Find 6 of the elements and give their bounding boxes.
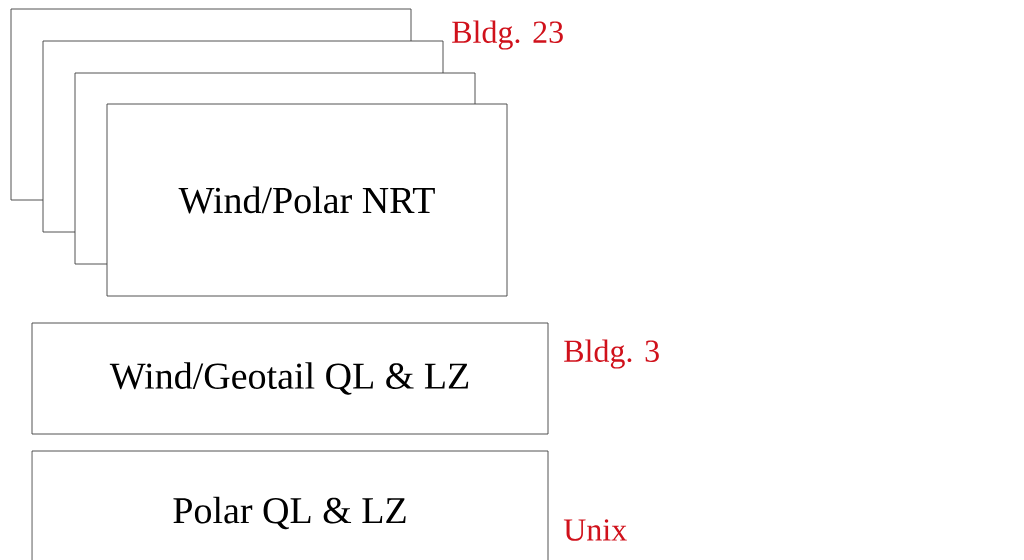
process-box: Wind/Polar NRT [106, 103, 508, 297]
process-box: Polar QL & LZ [31, 450, 549, 560]
process-box: Wind/Geotail QL & LZ [31, 322, 549, 435]
location-label: Unix [563, 519, 627, 541]
location-label: Bldg. 3 [564, 339, 659, 369]
location-label: Bldg. 23 [452, 20, 563, 50]
